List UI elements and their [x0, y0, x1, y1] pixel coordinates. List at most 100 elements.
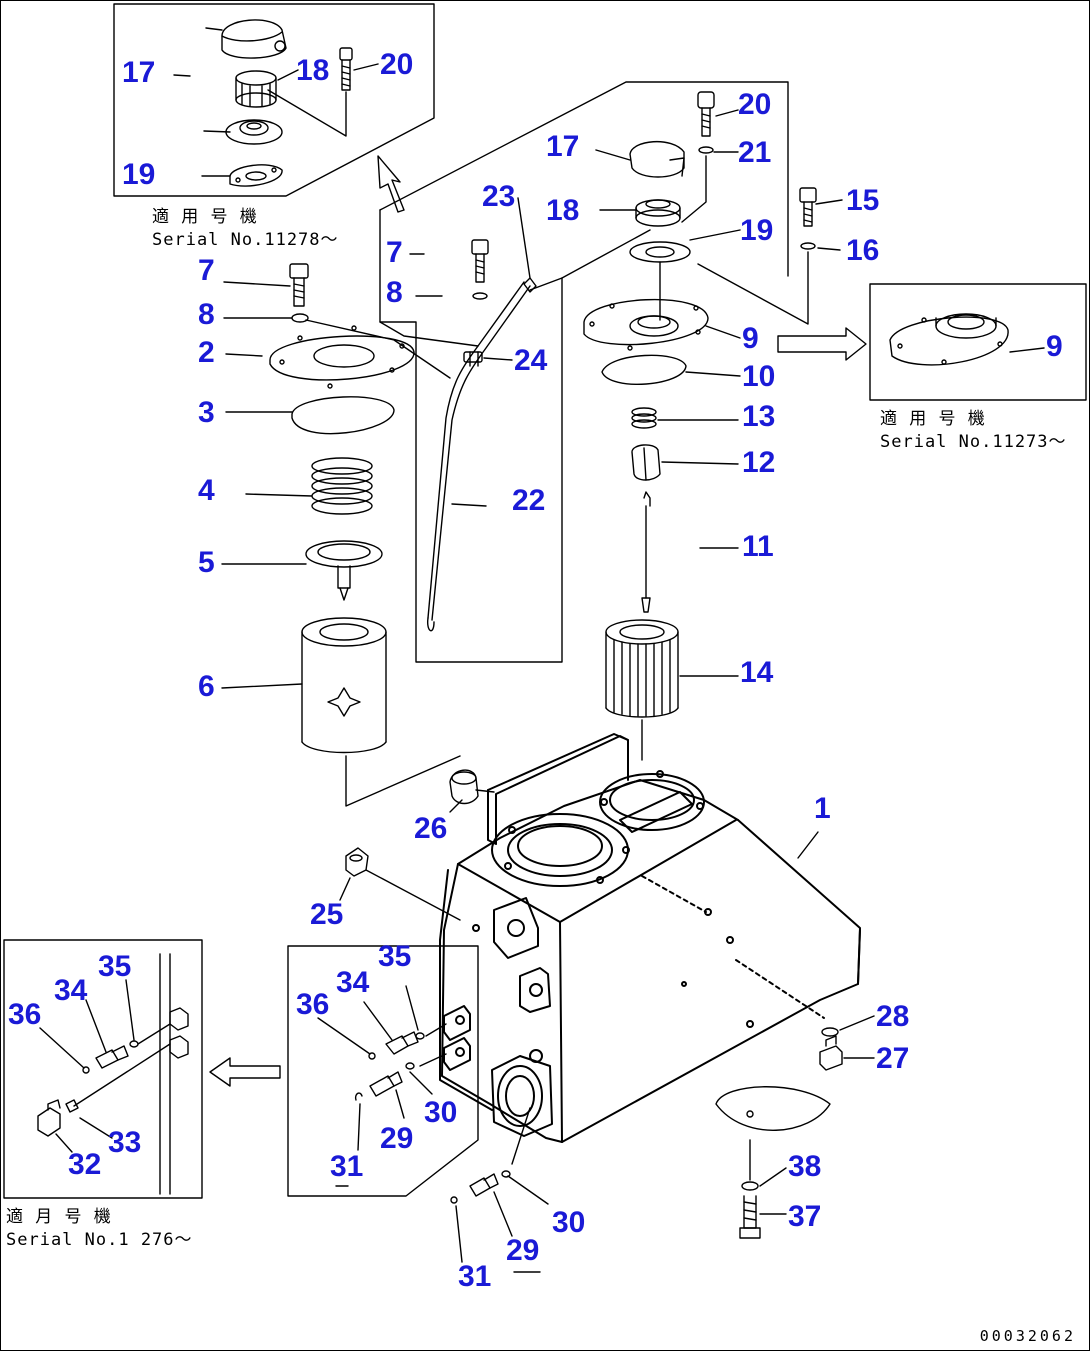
- fitting-25: [346, 848, 368, 876]
- callout-17: 17: [546, 130, 580, 163]
- bolt-7: [290, 264, 308, 306]
- inset-bolt-20: [340, 48, 352, 90]
- callout-33: 33: [108, 1126, 142, 1159]
- inset-box-bottom-left: [4, 940, 202, 1198]
- callout-18: 18: [546, 194, 580, 227]
- plug-leaders: [840, 1016, 874, 1058]
- bolt-15: [800, 188, 816, 226]
- callout-34: 34: [54, 974, 88, 1007]
- pipe-22-tip: [428, 618, 434, 631]
- callout-19: 19: [122, 158, 156, 191]
- bolt-37: [740, 1196, 760, 1238]
- callout-10: 10: [742, 360, 776, 393]
- inset-sensor-34: [386, 1032, 418, 1054]
- callout-7: 7: [386, 236, 403, 269]
- tank-leader: [798, 832, 818, 858]
- callout-36: 36: [8, 998, 42, 1031]
- washer-21: [699, 147, 713, 153]
- breather-frame: [380, 82, 788, 276]
- cover-9: [584, 300, 708, 350]
- washer-38: [742, 1182, 758, 1190]
- washer-16: [801, 243, 815, 249]
- callout-12: 12: [742, 446, 776, 479]
- inset-bosses: [170, 1008, 188, 1058]
- bolt-20: [698, 92, 714, 136]
- callout-27: 27: [876, 1042, 910, 1075]
- pipe-leaders: [380, 198, 650, 506]
- callout-16: 16: [846, 234, 880, 267]
- sensor-29: [470, 1174, 498, 1196]
- tank-1: [440, 734, 860, 1142]
- plug-27: [820, 1036, 842, 1070]
- valve-5: [306, 541, 382, 600]
- inset-sensor-34-left: [96, 1046, 128, 1068]
- callout-35: 35: [98, 950, 132, 983]
- pin-31: [451, 1197, 457, 1203]
- inset-sensor-29: [370, 1072, 402, 1096]
- inset-cap-17: [222, 20, 286, 58]
- callout-34: 34: [336, 966, 370, 999]
- callout-21: 21: [738, 136, 772, 169]
- callout-22: 22: [512, 484, 546, 517]
- callout-15: 15: [846, 184, 880, 217]
- callout-3: 3: [198, 396, 215, 429]
- callout-32: 32: [68, 1148, 102, 1181]
- callout-4: 4: [198, 474, 215, 507]
- spring-4: [312, 458, 372, 514]
- callout-17: 17: [122, 56, 156, 89]
- callout-35: 35: [378, 940, 412, 973]
- inset-seat-17: [226, 120, 282, 144]
- callout-11: 11: [742, 530, 774, 563]
- callout-24: 24: [514, 344, 548, 377]
- cap-26-leaders: [450, 790, 494, 812]
- document-id: 00032062: [979, 1327, 1076, 1345]
- callout-14: 14: [740, 656, 774, 689]
- arrow-up-icon: [378, 156, 404, 212]
- o-ring-28: [822, 1028, 838, 1036]
- inset-o-ring-35-left: [130, 1041, 138, 1047]
- spring-13: [632, 408, 656, 428]
- element-6-emblem: [328, 688, 360, 716]
- callout-19: 19: [740, 214, 774, 247]
- inset-box-top-right: [870, 284, 1086, 400]
- gasket-3: [292, 397, 394, 434]
- inset-box-bottom-mid: [288, 946, 478, 1196]
- callout-26: 26: [414, 812, 448, 845]
- callout-23: 23: [482, 180, 516, 213]
- filter-14: [606, 620, 678, 717]
- callout-28: 28: [876, 1000, 910, 1033]
- callout-29: 29: [506, 1234, 540, 1267]
- inset-plug-32: [38, 1100, 60, 1136]
- gasket-10: [602, 355, 686, 384]
- drain-cover: [716, 1087, 830, 1131]
- inset-cover-9: [890, 314, 1008, 365]
- sensor-leaders: [456, 1108, 548, 1272]
- drain-leaders: [750, 1140, 786, 1214]
- callout-1: 1: [814, 792, 831, 825]
- callout-5: 5: [198, 546, 215, 579]
- fitting-23: [524, 278, 536, 292]
- callout-36: 36: [296, 988, 330, 1021]
- washer-8: [292, 314, 308, 322]
- rod-leaders: [658, 420, 738, 548]
- nut-18: [636, 200, 680, 226]
- arrow-right-icon: [778, 328, 866, 360]
- callout-30: 30: [552, 1206, 586, 1239]
- bolt-7-upper: [472, 240, 488, 282]
- inset-leaders-mid: [318, 986, 446, 1186]
- inset-cover-9-leader: [1010, 348, 1044, 352]
- inset-pin-36-left: [83, 1067, 89, 1073]
- valve-12: [632, 445, 660, 480]
- callout-20: 20: [738, 88, 772, 121]
- callout-2: 2: [198, 336, 215, 369]
- callout-6: 6: [198, 670, 215, 703]
- serial-note: 適 用 号 機 Serial No.11278～: [152, 207, 339, 250]
- pipe-22: [428, 282, 530, 620]
- cap-26: [450, 770, 478, 803]
- callout-31: 31: [458, 1260, 492, 1293]
- callout-38: 38: [788, 1150, 822, 1183]
- bolt-15-leaders: [698, 200, 842, 324]
- callout-9: 9: [1046, 330, 1063, 363]
